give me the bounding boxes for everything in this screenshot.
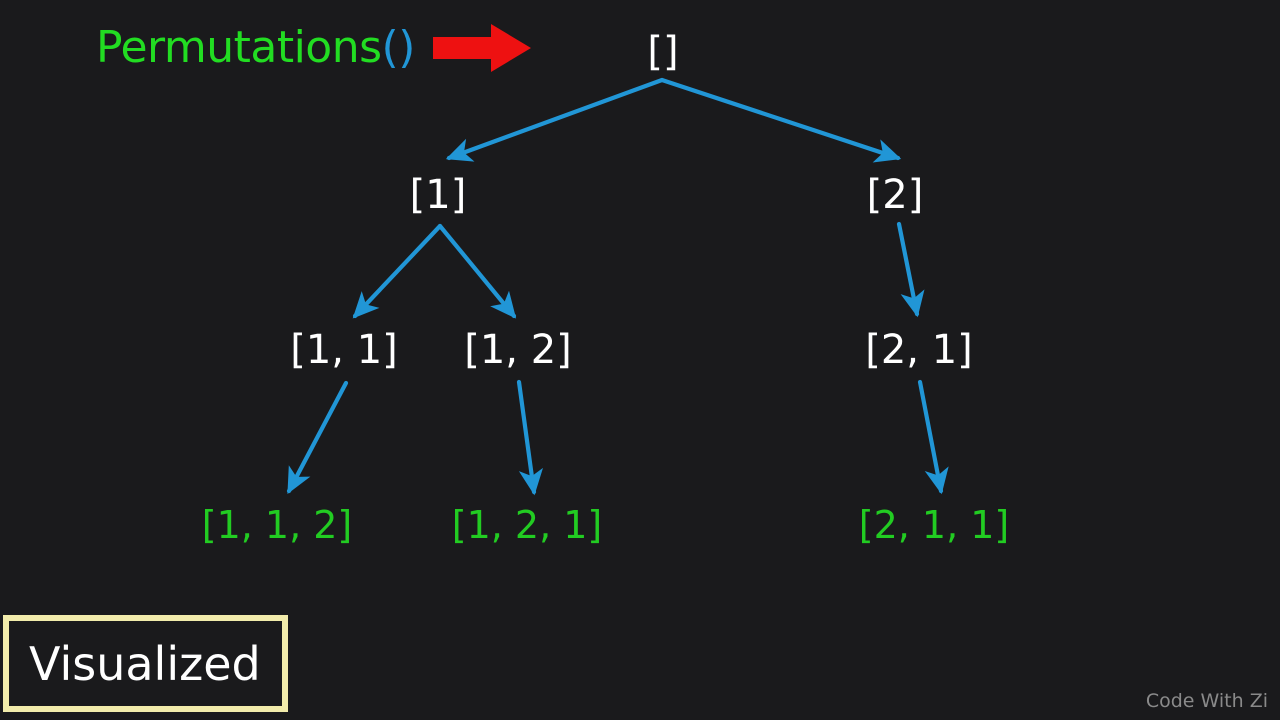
visualized-label: Visualized	[29, 636, 261, 691]
tree-node-1-2[interactable]: [1, 2]	[464, 327, 572, 373]
channel-watermark: Code With Zi	[1145, 690, 1268, 712]
tree-node-2-1[interactable]: [2, 1]	[865, 327, 973, 373]
right-arrow-icon	[432, 24, 531, 72]
tree-node-1-1-2[interactable]: [1, 1, 2]	[201, 503, 353, 547]
tree-node-2-1-1[interactable]: [2, 1, 1]	[858, 503, 1010, 547]
title-function-name: Permutations	[96, 22, 382, 73]
title-parentheses: ()	[381, 22, 416, 73]
edge-root-to-2	[659, 77, 902, 163]
edge-root-to-1	[445, 77, 665, 162]
page-title: Permutations()	[96, 26, 415, 70]
title-row: Permutations()	[96, 22, 533, 74]
tree-node-1[interactable]: [1]	[409, 172, 467, 218]
edge-12-to-121	[516, 379, 544, 496]
tree-node-2[interactable]: [2]	[866, 172, 924, 218]
visualized-badge: Visualized	[3, 615, 288, 712]
tree-node-1-1[interactable]: [1, 1]	[290, 327, 398, 373]
edge-1-to-11	[352, 223, 443, 319]
edge-11-to-112	[286, 380, 349, 494]
edge-2-to-21	[896, 221, 925, 318]
edge-21-to-211	[917, 379, 949, 495]
tree-node-root[interactable]: []	[647, 29, 679, 75]
edge-1-to-12	[437, 223, 517, 319]
tree-node-1-2-1[interactable]: [1, 2, 1]	[451, 503, 603, 547]
